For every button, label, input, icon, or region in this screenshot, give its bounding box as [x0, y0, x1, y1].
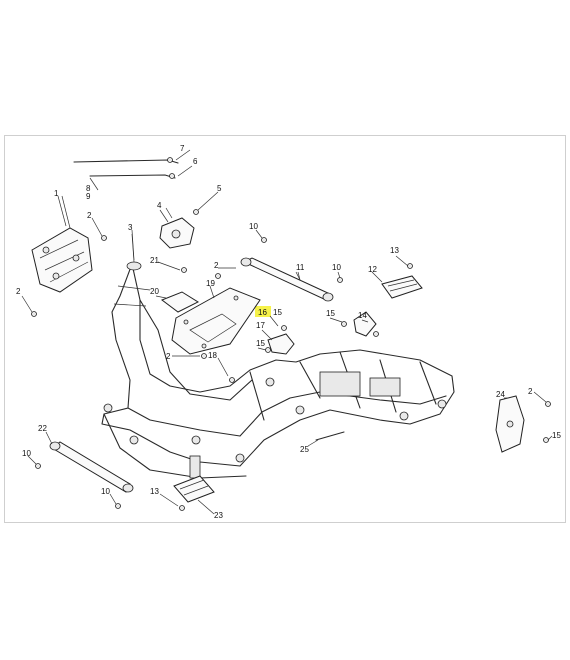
callout-4: 4 [157, 201, 162, 210]
callout-15-lower: 15 [256, 339, 265, 348]
callout-13-top: 13 [390, 246, 399, 255]
part-25-rod [315, 431, 345, 441]
callout-5: 5 [217, 184, 222, 193]
callout-10-bottom-left: 10 [22, 449, 31, 458]
callout-16: 16 [258, 308, 267, 317]
callout-2-center: 2 [214, 261, 219, 270]
part-1-bracket [31, 195, 93, 293]
part-14-bracket [353, 311, 377, 337]
callout-12: 12 [368, 265, 377, 274]
part-17-bracket [267, 333, 295, 355]
part-12-footpeg [381, 275, 423, 299]
callout-23: 23 [214, 511, 223, 520]
part-11-arm [240, 257, 334, 302]
part-22-arm [49, 441, 134, 493]
callout-22: 22 [38, 424, 47, 433]
part-19-20-plates [160, 287, 261, 355]
callout-15-far-right: 15 [552, 431, 561, 440]
callout-10-top: 10 [249, 222, 258, 231]
leader-lines [21, 191, 553, 507]
part-3-tube [126, 233, 142, 271]
part-16-highlight [255, 306, 271, 317]
callout-2-lower: 2 [166, 352, 171, 361]
part-24-plate [495, 395, 525, 453]
callout-25: 25 [300, 445, 309, 454]
callout-15-right: 15 [326, 309, 335, 318]
main-frame [101, 263, 455, 479]
callout-10-bottom: 10 [101, 487, 110, 496]
cable-parts [73, 149, 193, 191]
callout-19: 19 [206, 279, 215, 288]
callout-2-far-left: 2 [16, 287, 21, 296]
callout-3: 3 [128, 223, 133, 232]
callout-labels: 7 6 8 9 1 5 4 2 3 10 21 2 13 11 10 12 2 … [16, 144, 561, 520]
callout-14: 14 [358, 311, 367, 320]
callout-1: 1 [54, 189, 59, 198]
callout-11: 11 [296, 263, 305, 272]
callout-15-center: 15 [273, 308, 282, 317]
part-4-bracket [159, 207, 195, 249]
callout-6: 6 [193, 157, 198, 166]
callout-8: 8 [86, 184, 91, 193]
callout-2-left: 2 [87, 211, 92, 220]
callout-9: 9 [86, 192, 91, 201]
callout-20: 20 [150, 287, 159, 296]
part-23-footpeg [173, 475, 215, 515]
callout-7: 7 [180, 144, 185, 153]
callout-24: 24 [496, 390, 505, 399]
callout-10-mid: 10 [332, 263, 341, 272]
callout-21: 21 [150, 256, 159, 265]
fasteners [31, 209, 551, 511]
callout-2-right: 2 [528, 387, 533, 396]
callout-13-bottom: 13 [150, 487, 159, 496]
diagram-frame [4, 135, 566, 523]
callout-18: 18 [208, 351, 217, 360]
callout-17: 17 [256, 321, 265, 330]
